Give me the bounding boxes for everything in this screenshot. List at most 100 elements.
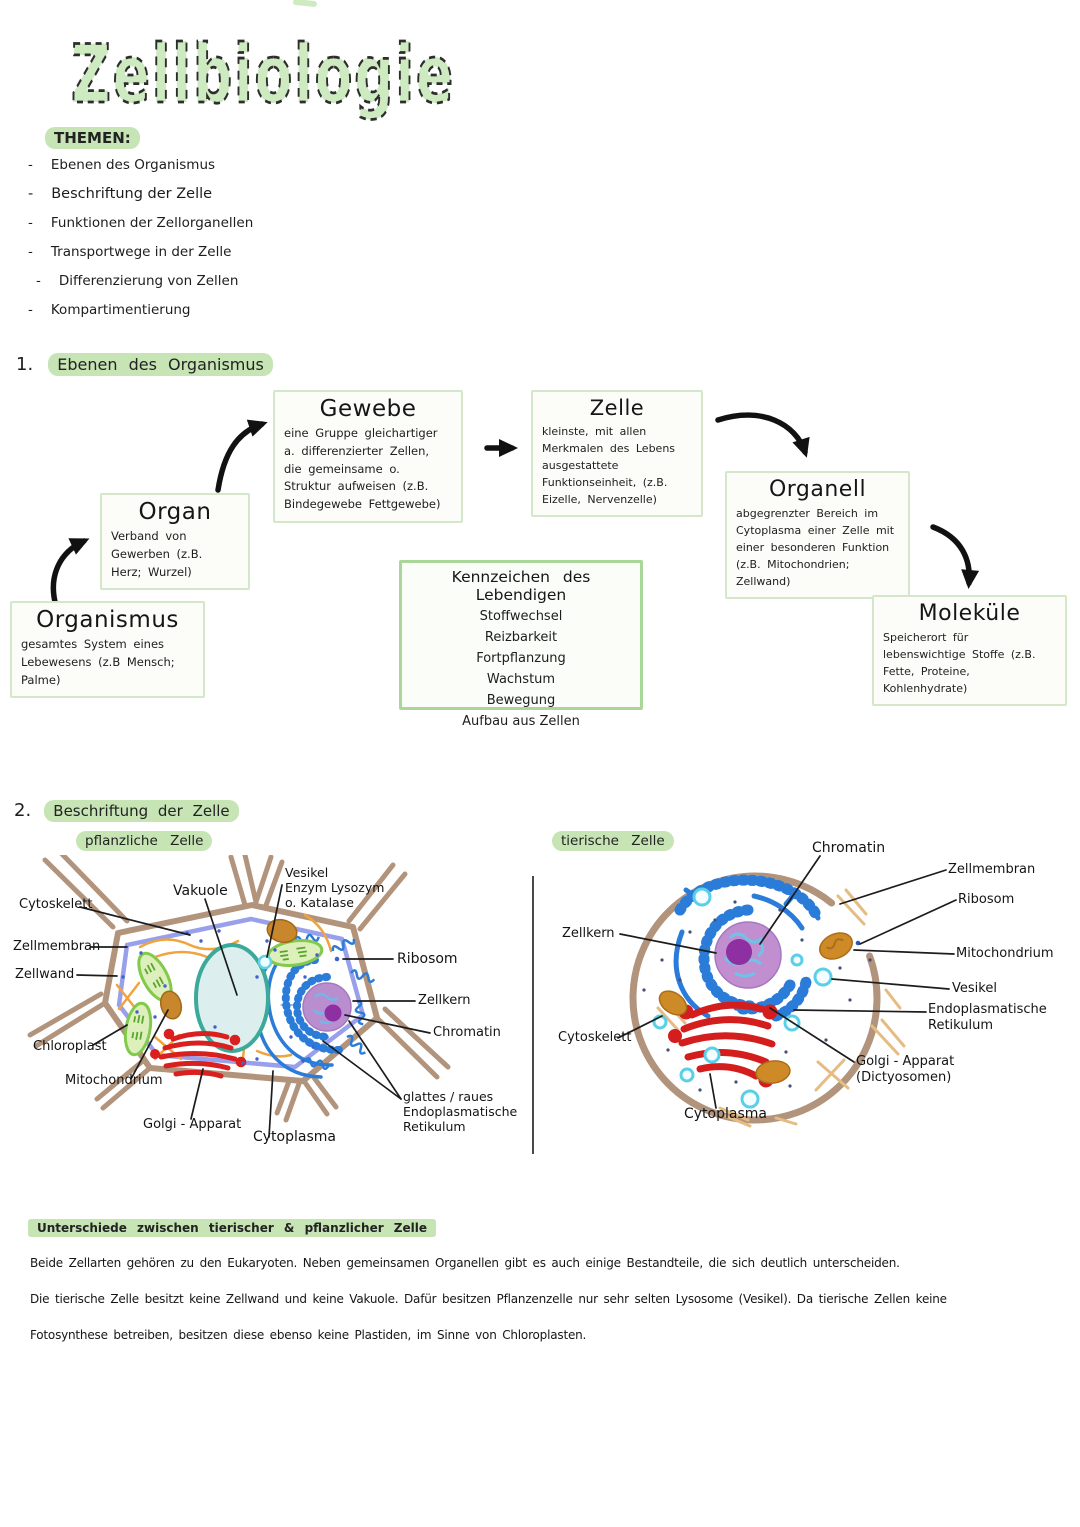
kennzeichen-item: Bewegung — [486, 693, 556, 708]
label-golgi-apparat: Golgi - Apparat — [143, 1117, 242, 1132]
concept-box-molekuele: Moleküle Speicherort für lebenswichtige … — [872, 595, 1067, 707]
animal-cell-title: tierische Zelle — [552, 831, 674, 851]
concept-box-organell: Organell abgegrenzter Bereich im Cytopla… — [725, 471, 910, 600]
nucleolus-shape — [324, 1004, 342, 1022]
list-item: -Beschriftung der Zelle — [28, 179, 253, 208]
label-zellkern: Zellkern — [562, 926, 615, 941]
label-endoplasmatisches-retikulum: glattes / raues Endoplasmatische Retikul… — [403, 1089, 518, 1134]
section2-heading: Beschriftung der Zelle — [44, 800, 239, 822]
box-title: Kennzeichen des Lebendigen — [451, 568, 591, 604]
themen-list: -Ebenen des Organismus -Beschriftung der… — [28, 150, 253, 324]
kennzeichen-item: Fortpflanzung — [476, 651, 566, 666]
label-ribosom: Ribosom — [397, 951, 458, 967]
box-title: Zelle — [589, 396, 645, 420]
label-vakuole: Vakuole — [173, 883, 228, 899]
arrow-organismus-organ — [50, 538, 90, 605]
ribosome-dots — [642, 900, 872, 1092]
unterschiede-heading: Unterschiede zwischen tierischer & pflan… — [28, 1219, 437, 1237]
section-divider — [532, 876, 534, 1154]
animal-cell-diagram: Chromatin Zellmembran Ribosom Zellkern M… — [540, 840, 1080, 1165]
themen-item-label: Transportwege in der Zelle — [50, 243, 232, 260]
label-zellwand: Zellwand — [15, 967, 75, 982]
label-zellkern: Zellkern — [418, 993, 471, 1008]
bullet-dash: - — [36, 272, 41, 289]
box-body: abgegrenzter Bereich im Cytoplasma einer… — [736, 507, 895, 589]
box-title: Moleküle — [918, 601, 1021, 626]
list-item: -Transportwege in der Zelle — [28, 237, 253, 266]
list-item: -Kompartimentierung — [28, 295, 253, 324]
label-cytoskelett: Cytoskelett — [558, 1030, 632, 1045]
label-ribosom: Ribosom — [958, 892, 1015, 907]
box-body: kleinste, mit allen Merkmalen des Lebens… — [542, 425, 676, 507]
mitochondrium-shapes — [658, 932, 853, 1084]
nucleus-shape — [302, 982, 352, 1032]
plant-cell-art — [27, 855, 451, 1138]
themen-item-label: Ebenen des Organismus — [50, 156, 216, 173]
plant-cell-title: pflanzliche Zelle — [76, 831, 213, 851]
paragraph-line: Die tierische Zelle besitzt keine Zellwa… — [30, 1292, 947, 1306]
concept-box-organismus: Organismus gesamtes System eines Lebewes… — [10, 601, 205, 699]
vacuole-shape — [194, 943, 270, 1053]
bullet-dash: - — [28, 301, 33, 318]
kennzeichen-item: Wachstum — [486, 672, 556, 687]
plant-cell-diagram: Cytoskelett Vakuole Vesikel Enzym Lysozy… — [5, 855, 530, 1167]
kennzeichen-item: Reizbarkeit — [484, 630, 558, 645]
label-chromatin: Chromatin — [433, 1025, 501, 1040]
arrow-zelle-organell — [715, 412, 810, 458]
list-item: -Ebenen des Organismus — [28, 150, 253, 179]
label-vesikel: Vesikel — [952, 981, 997, 996]
chloroplast-shapes — [123, 939, 324, 1057]
label-mitochondrium: Mitochondrium — [65, 1073, 163, 1088]
list-item: -Differenzierung von Zellen — [28, 266, 253, 295]
page-title-text: Zellbiologie — [71, 28, 455, 121]
vesicle-shape — [257, 954, 273, 970]
kennzeichen-item: Aufbau aus Zellen — [462, 714, 580, 729]
label-cytoskelett: Cytoskelett — [19, 897, 93, 912]
box-body: gesamtes System eines Lebewesens (z.B Me… — [21, 637, 175, 687]
label-golgi-apparat: Golgi - Apparat (Dictyosomen) — [856, 1054, 955, 1085]
label-cytoplasma: Cytoplasma — [684, 1106, 767, 1122]
mitochondrium-shapes — [159, 918, 298, 1020]
section1-heading: Ebenen des Organismus — [48, 353, 273, 376]
concept-box-zelle: Zelle kleinste, mit allen Merkmalen des … — [531, 390, 703, 518]
section2-heading-row: 2. Beschriftung der Zelle — [14, 800, 239, 822]
themen-heading: THEMEN: — [45, 127, 140, 149]
box-title: Organismus — [36, 607, 179, 633]
section2-number: 2. — [14, 800, 32, 821]
list-item: -Funktionen der Zellorganellen — [28, 208, 253, 237]
bullet-dash: - — [28, 243, 33, 260]
box-body: Speicherort für lebenswichtige Stoffe (z… — [883, 631, 1036, 696]
arrow-organell-molekuele — [930, 524, 980, 589]
label-vesikel: Vesikel Enzym Lysozym o. Katalase — [285, 865, 385, 910]
themen-item-label: Funktionen der Zellorganellen — [50, 214, 254, 231]
cell-wall-junctions — [27, 855, 451, 1123]
label-mitochondrium: Mitochondrium — [956, 946, 1054, 961]
animal-cell-art — [617, 855, 957, 1128]
concept-box-gewebe: Gewebe eine Gruppe gleichartiger a. diff… — [273, 390, 463, 524]
label-chloroplast: Chloroplast — [33, 1039, 107, 1054]
box-title: Organ — [138, 499, 212, 525]
box-title: Gewebe — [319, 396, 417, 422]
box-body: Verband von Gewerben (z.B. Herz; Wurzel) — [111, 529, 203, 579]
themen-item-label: Kompartimentierung — [50, 301, 191, 318]
paragraph-line: Beide Zellarten gehören zu den Eukaryote… — [30, 1256, 900, 1270]
themen-item-label: Beschriftung der Zelle — [51, 185, 213, 202]
page-title: Zellbiologie — [70, 27, 455, 123]
paragraph-line: Fotosynthese betreiben, besitzen diese e… — [30, 1328, 587, 1342]
concept-map-arrows — [50, 412, 980, 605]
label-chromatin: Chromatin — [812, 840, 886, 856]
concept-box-organ: Organ Verband von Gewerben (z.B. Herz; W… — [100, 493, 250, 591]
concept-box-kennzeichen: Kennzeichen des Lebendigen Stoffwechsel … — [399, 560, 643, 729]
box-body: eine Gruppe gleichartiger a. differenzie… — [284, 426, 441, 512]
bullet-dash: - — [28, 214, 33, 231]
themen-item-label: Differenzierung von Zellen — [58, 272, 239, 289]
golgi-shape — [150, 1028, 247, 1079]
nucleolus-shape — [726, 939, 752, 965]
leader-lines — [617, 855, 957, 1109]
section1-number: 1. — [16, 354, 34, 375]
leader-lines — [76, 884, 431, 1138]
section1-heading-row: 1. Ebenen des Organismus — [16, 353, 273, 376]
kennzeichen-item: Stoffwechsel — [479, 609, 563, 624]
bullet-dash: - — [28, 185, 34, 202]
